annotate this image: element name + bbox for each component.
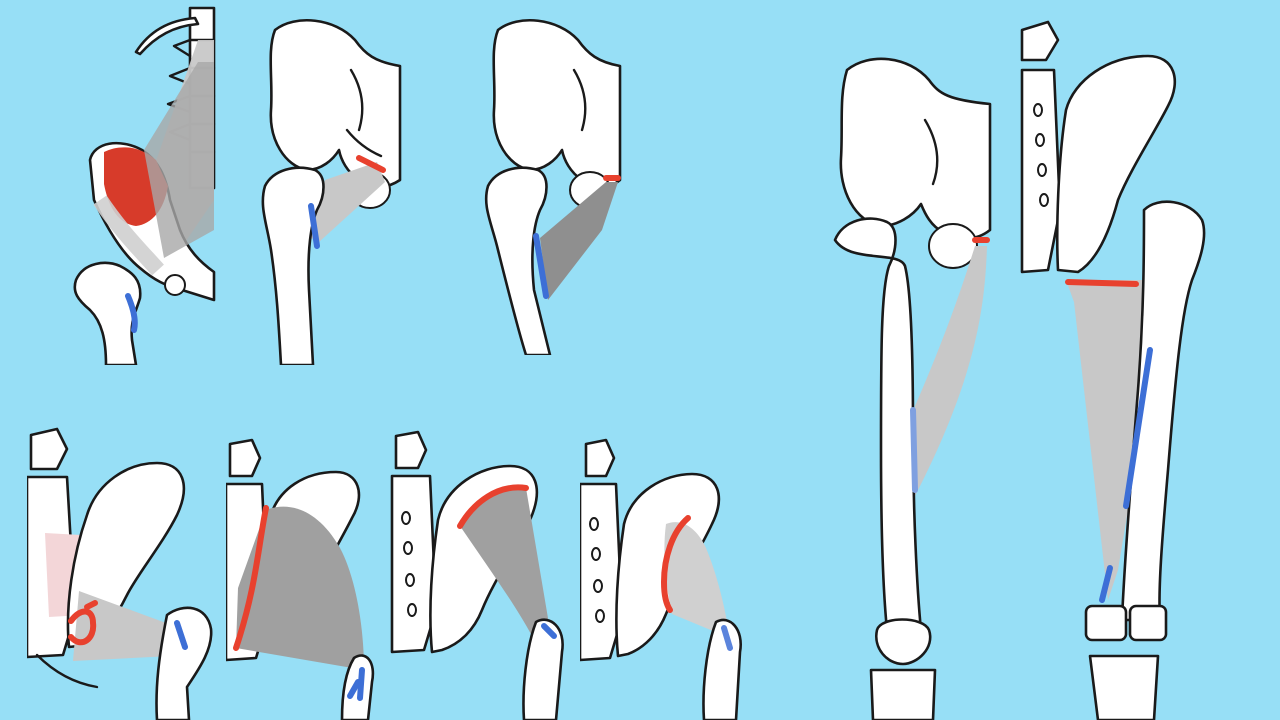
gluteal-muscle-icon: [390, 430, 564, 720]
hip-muscle-icon: [261, 18, 402, 365]
gluteus-maximus-muscle: [236, 506, 364, 670]
ilium: [839, 57, 992, 240]
femur: [1120, 200, 1206, 622]
ilium: [492, 18, 622, 189]
gluteal-muscle-icon: [27, 427, 213, 720]
ilium: [1055, 54, 1177, 274]
panel-gluteus-medius: [390, 430, 570, 720]
femur: [484, 166, 552, 355]
patella: [875, 618, 932, 666]
femur: [702, 618, 742, 720]
vertebra: [394, 430, 428, 470]
pectineus-muscle: [307, 162, 385, 242]
panel-gluteus-minimus: [580, 438, 745, 720]
vertebra: [29, 427, 69, 471]
adductor-magnus-muscle: [1066, 280, 1152, 600]
thigh-muscle-icon: [1020, 20, 1206, 720]
hip-flexor-muscle-icon: [73, 6, 216, 365]
tibia: [869, 668, 937, 720]
panel-gluteus-maximus: [226, 438, 376, 720]
femur: [833, 217, 923, 632]
panel-iliopsoas: [70, 0, 220, 365]
femur-head: [73, 261, 142, 365]
gluteal-muscle-icon: [580, 438, 742, 720]
condyle: [1128, 604, 1168, 642]
rib: [134, 16, 200, 56]
panel-adductor-longus: [825, 50, 995, 720]
panel-pectineus: [255, 10, 405, 365]
femur: [155, 606, 213, 720]
vertebra: [1020, 20, 1060, 62]
gluteus-minimus-muscle: [664, 522, 730, 638]
femur: [261, 166, 325, 365]
tibia: [1088, 654, 1160, 720]
condyle: [1084, 604, 1128, 642]
gluteal-muscle-icon: [226, 438, 375, 720]
hip-muscle-icon: [484, 18, 622, 355]
adductor-brevis-muscle: [540, 182, 618, 300]
panel-adductor-brevis: [478, 10, 623, 355]
vertebra: [584, 438, 616, 478]
gluteus-medius-muscle: [460, 487, 550, 636]
ilium: [269, 18, 402, 189]
femur: [522, 618, 564, 720]
thigh-muscle-icon: [833, 57, 992, 720]
adductor-longus-muscle: [913, 246, 987, 500]
panel-piriformis: [27, 425, 217, 720]
panel-adductor-magnus: [1018, 10, 1218, 720]
psoas-major: [144, 62, 214, 258]
vertebra: [228, 438, 262, 478]
